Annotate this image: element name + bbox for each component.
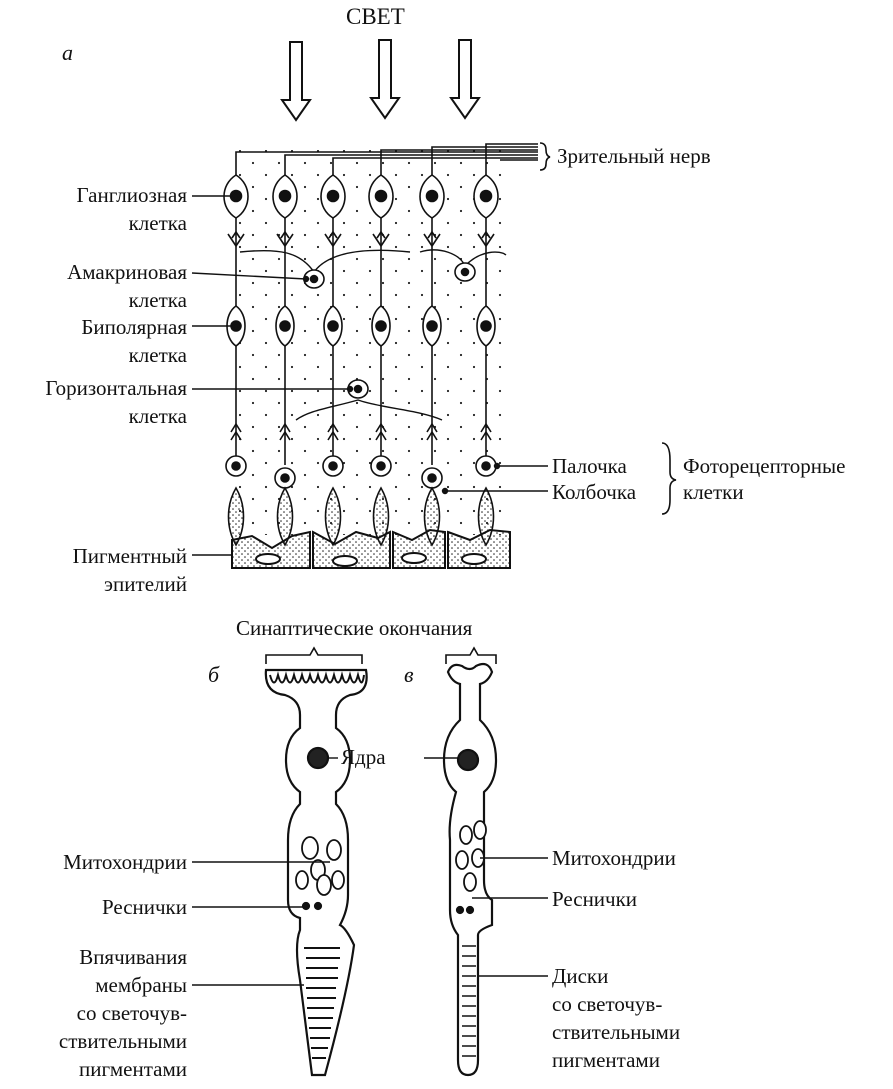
synaptic-brace-b: [265, 646, 363, 664]
receptor-synapse-1: [230, 422, 242, 441]
light-arrow-3: [449, 39, 481, 120]
leader-lines: [191, 192, 548, 986]
discs-label-4: пигментами: [552, 1048, 660, 1072]
horizontal-label-2: клетка: [128, 404, 187, 428]
discs-label-2: со светочув-: [552, 992, 663, 1016]
amacrine-label-2: клетка: [128, 288, 187, 312]
light-label: СВЕТ: [346, 4, 405, 29]
bipolar-nucleus-5: [426, 320, 438, 332]
horizontal-cell: [347, 379, 369, 399]
bipolar-nucleus-4: [375, 320, 387, 332]
synaptic-label: Синаптические окончания: [236, 616, 473, 640]
cone-nucleus-5: [427, 473, 437, 483]
ganglion-nucleus-2: [278, 189, 292, 203]
horizontal-label-1: Горизонтальная: [45, 376, 187, 400]
bipolar-nucleus-2: [279, 320, 291, 332]
receptor-synapse-6: [480, 422, 492, 441]
ganglion-nucleus-3: [326, 189, 340, 203]
rod-label: Палочка: [552, 454, 627, 478]
photoreceptors-label-2: клетки: [683, 480, 744, 504]
optic-nerve-brace: [539, 142, 551, 171]
retina-stipple: [232, 150, 504, 535]
ganglion-synapse-2: [276, 230, 294, 248]
bipolar-label-2: клетка: [128, 343, 187, 367]
cone-cell-c: [442, 662, 498, 1077]
pigment-epithelium: [231, 528, 511, 569]
cone-label: Колбочка: [552, 480, 637, 504]
rod-nucleus-6: [481, 461, 491, 471]
mito-label-c: Митохондрии: [552, 846, 676, 870]
bipolar-nucleus-3: [327, 320, 339, 332]
ganglion-synapse-1: [227, 230, 245, 248]
ganglion-label-2: клетка: [128, 211, 187, 235]
light-arrow-2: [369, 39, 401, 120]
nuclei-label: Ядра: [341, 745, 386, 769]
bipolar-nucleus-6: [480, 320, 492, 332]
cilia-label-c: Реснички: [552, 887, 638, 911]
ganglion-synapse-5: [423, 230, 441, 248]
cone-nucleus-2: [280, 473, 290, 483]
ganglion-label-1: Ганглиозная: [76, 183, 187, 207]
cilia-label-b: Реснички: [101, 895, 187, 919]
rod-nucleus-4: [376, 461, 386, 471]
receptor-synapse-2: [279, 422, 291, 441]
amacrine-label-1: Амакриновая: [67, 260, 187, 284]
rod-nucleus-1: [231, 461, 241, 471]
infold-label-4: ствительными: [58, 1029, 187, 1053]
brackets: [265, 142, 677, 664]
receptor-synapse-5: [426, 422, 438, 441]
receptor-synapse-4: [375, 422, 387, 441]
ganglion-synapse-3: [324, 230, 342, 248]
rod-nucleus-3: [328, 461, 338, 471]
photoreceptors-label-1: Фоторецепторные: [683, 454, 846, 478]
infold-label-2: мембраны: [95, 973, 187, 997]
ganglion-nucleus-4: [374, 189, 388, 203]
panel-letter-a: а: [62, 40, 73, 65]
ganglion-synapse-4: [372, 230, 390, 248]
pigment-label-2: эпителий: [104, 572, 187, 596]
pigment-label-1: Пигментный: [72, 544, 187, 568]
ganglion-nucleus-6: [479, 189, 493, 203]
panel-letter-b: б: [208, 662, 220, 687]
optic-nerve-fibres: [235, 143, 538, 175]
bipolar-label-1: Биполярная: [81, 315, 187, 339]
discs-label-3: ствительными: [552, 1020, 681, 1044]
synaptic-brace-c: [445, 646, 497, 664]
light-arrows: [280, 39, 481, 122]
rod-cell-b: [264, 668, 368, 1077]
discs-label-1: Диски: [552, 964, 609, 988]
ganglion-synapse-6: [477, 230, 495, 248]
panel-letter-c: в: [404, 662, 414, 687]
infold-label-3: со светочув-: [76, 1001, 187, 1025]
ganglion-nucleus-5: [425, 189, 439, 203]
infold-label-1: Впячивания: [79, 945, 187, 969]
receptor-synapse-3: [327, 422, 339, 441]
infold-label-5: пигментами: [79, 1057, 187, 1081]
optic-nerve-label: Зрительный нерв: [557, 144, 711, 168]
light-arrow-1: [280, 41, 312, 122]
mito-label-b: Митохондрии: [63, 850, 187, 874]
photoreceptor-brace: [661, 442, 677, 515]
